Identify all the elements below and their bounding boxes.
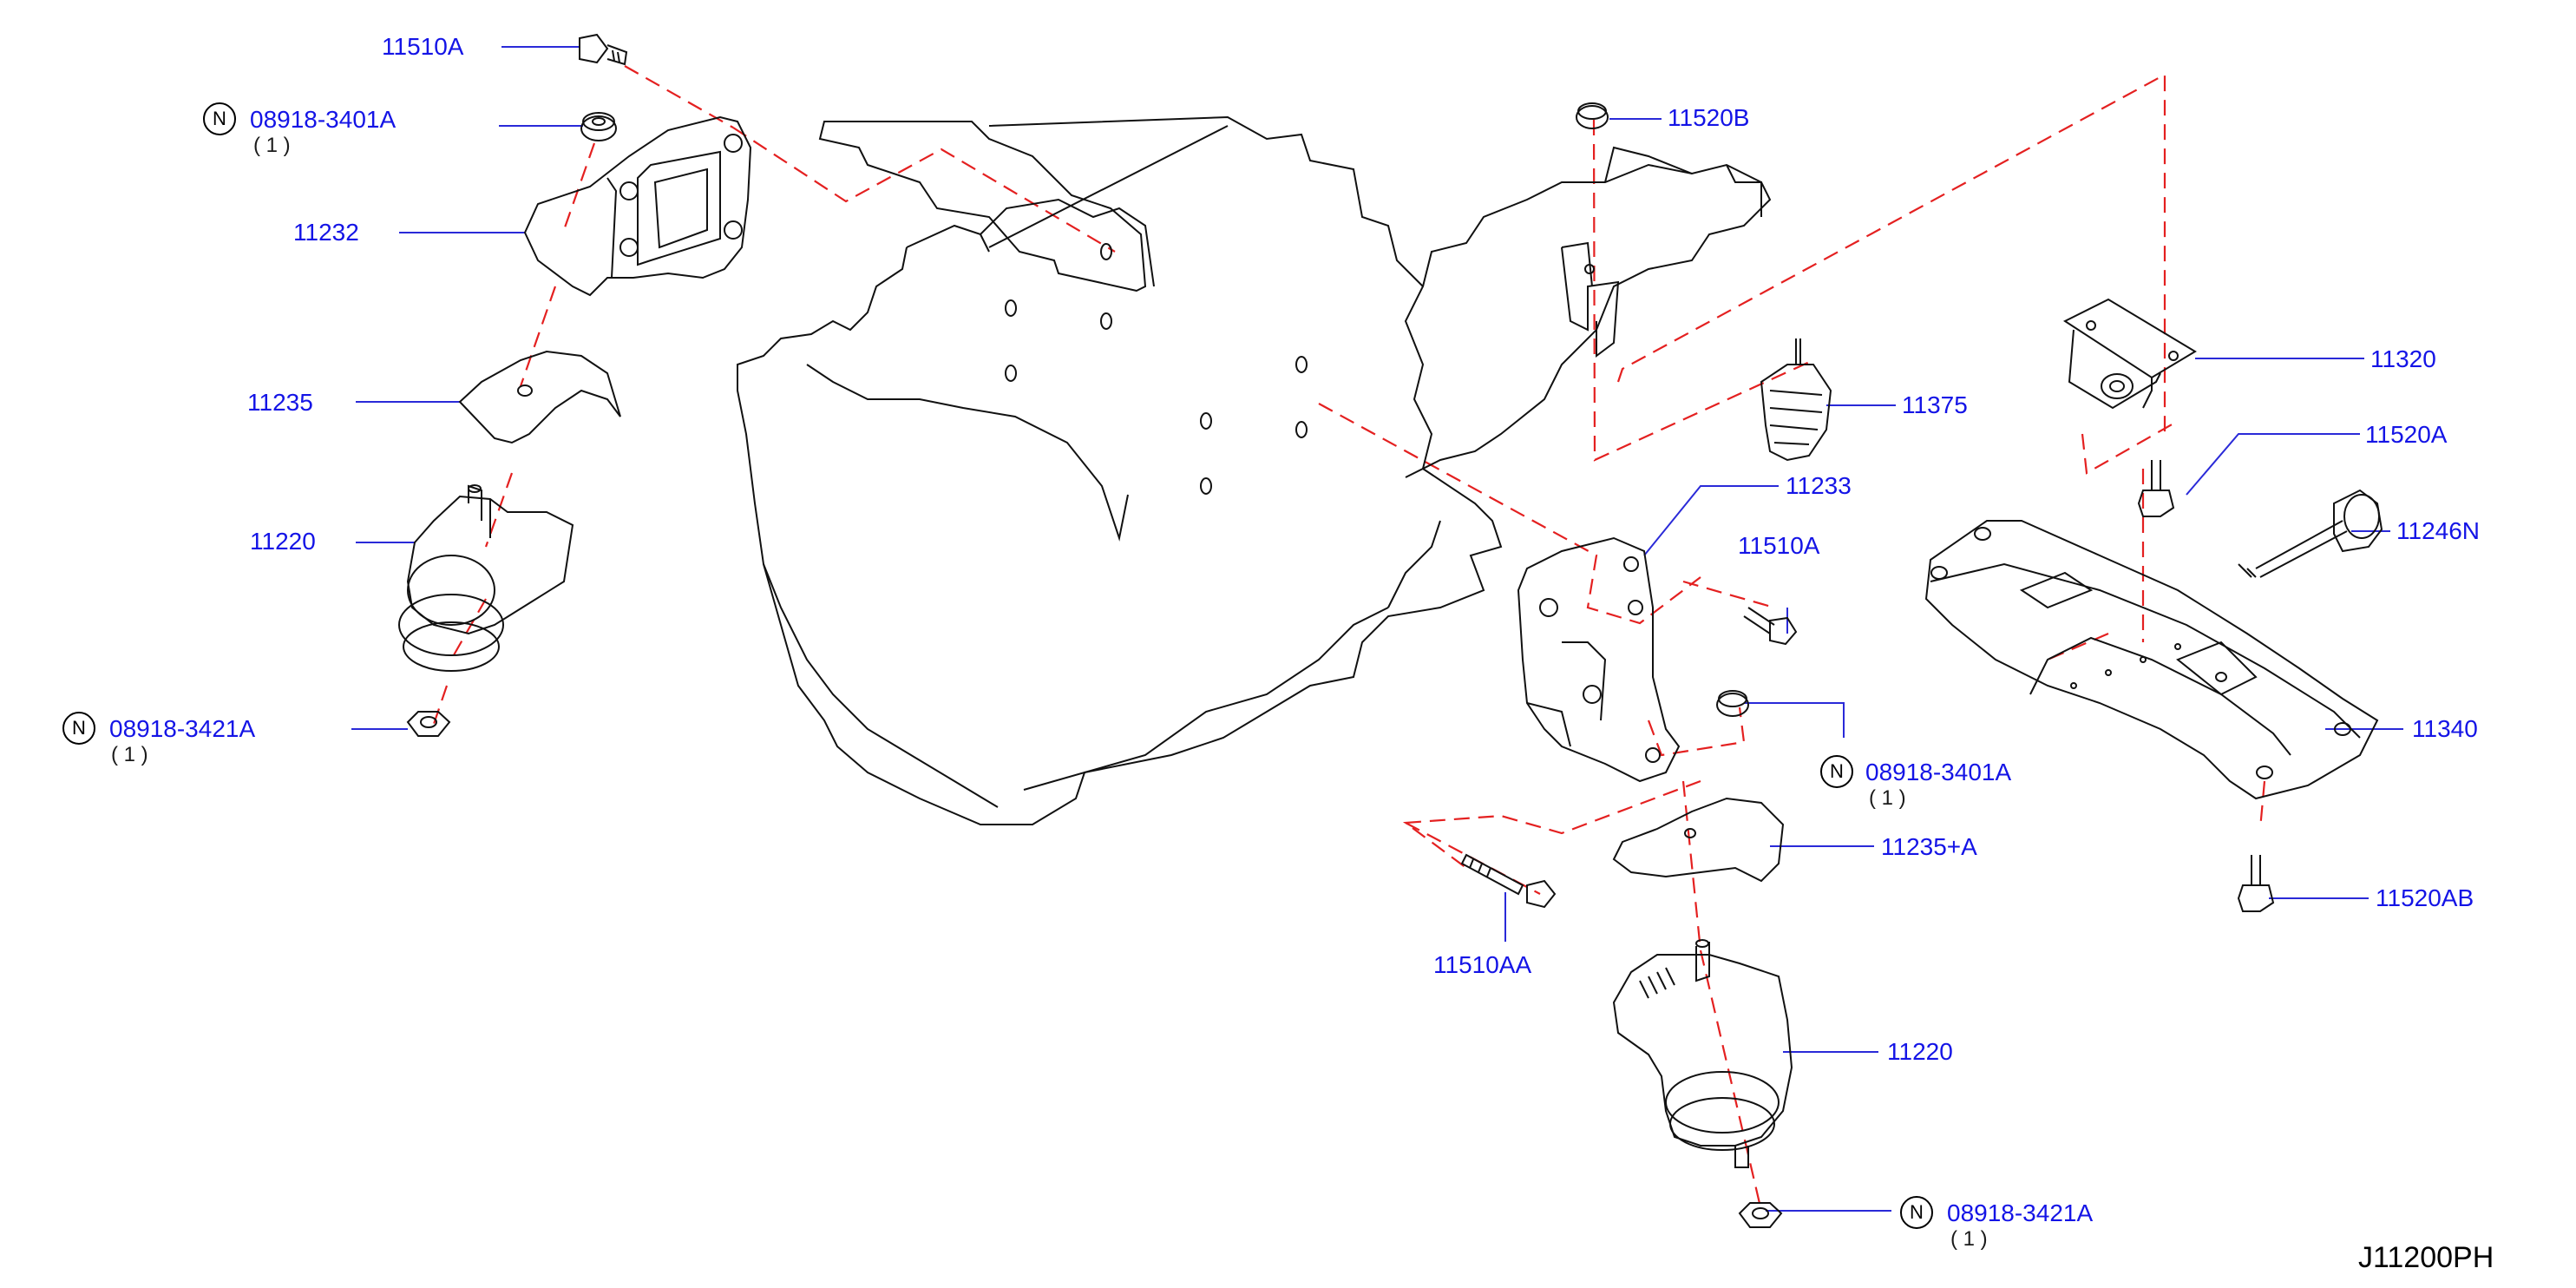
nut-11520B (1576, 102, 1609, 129)
part-label-11232[interactable]: 11232 (293, 219, 359, 246)
crossmember-11340 (1924, 520, 2379, 800)
diagram-code: J11200PH (2358, 1241, 2494, 1274)
part-label-11246N[interactable]: 11246N (2396, 517, 2481, 544)
right-mount-assembly (1460, 536, 1798, 1228)
insulator-11220-left (398, 484, 574, 672)
note-circle-icon: N (62, 712, 95, 745)
part-label-11375[interactable]: 11375 (1902, 391, 1968, 418)
part-label-11510A-top[interactable]: 11510A (382, 33, 464, 60)
note-circle-icon: N (203, 102, 236, 135)
bolt-11510A-top (579, 33, 628, 66)
part-label-11320[interactable]: 11320 (2370, 345, 2436, 372)
qty-08918-3401A-mid: ( 1 ) (1869, 786, 1906, 810)
shield-11235A (1612, 797, 1785, 883)
part-label-08918-3401A-top[interactable]: 08918-3401A (250, 106, 397, 133)
qty-08918-3421A-left: ( 1 ) (111, 743, 148, 766)
bolt-11520A (2137, 460, 2175, 517)
part-label-08918-3421A-left[interactable]: 08918-3421A (109, 715, 256, 742)
shield-11235 (458, 350, 621, 444)
part-label-11220-left[interactable]: 11220 (250, 528, 316, 555)
leader-lines (351, 46, 2403, 1212)
note-circle-icon: N (1820, 755, 1853, 788)
bracket-11232 (523, 115, 752, 297)
qty-08918-3401A-top: ( 1 ) (253, 134, 291, 157)
bushing-11246N (2238, 489, 2383, 578)
nut-08918-3421A-bot (1738, 1202, 1783, 1228)
engine-block (737, 115, 1503, 825)
insulator-11220-right (1612, 939, 1793, 1168)
rear-mount-assembly (1576, 102, 2383, 912)
bolt-11510AA (1460, 853, 1557, 909)
stopper-11375 (1760, 338, 1832, 462)
rear-mount-11320 (2062, 298, 2197, 410)
part-label-11510A-mid[interactable]: 11510A (1738, 532, 1820, 559)
part-label-11233[interactable]: 11233 (1786, 472, 1852, 499)
part-label-11340[interactable]: 11340 (2412, 715, 2478, 742)
part-label-08918-3421A-bot[interactable]: 08918-3421A (1947, 1199, 2094, 1226)
nut-08918-3421A-left (406, 711, 451, 737)
bolt-11510A-mid (1743, 607, 1798, 646)
qty-08918-3421A-bot: ( 1 ) (1950, 1227, 1988, 1251)
assembly-dashed-lines (430, 65, 2266, 1212)
part-label-11235[interactable]: 11235 (247, 389, 313, 416)
part-label-08918-3401A-mid[interactable]: 08918-3401A (1865, 759, 2012, 785)
nut-08918-3401A-top (580, 112, 617, 141)
part-label-11520AB[interactable]: 11520AB (2376, 884, 2474, 911)
part-label-11520A[interactable]: 11520A (2365, 421, 2448, 448)
bolt-11520AB (2237, 855, 2275, 912)
note-circle-icon: N (1900, 1196, 1933, 1229)
transmission (1405, 146, 1772, 478)
left-mount-assembly (398, 33, 752, 737)
part-label-11235A[interactable]: 11235+A (1881, 833, 1977, 860)
nut-08918-3401A-mid (1716, 690, 1749, 717)
part-label-11510AA[interactable]: 11510AA (1433, 951, 1532, 978)
part-label-11520B[interactable]: 11520B (1668, 104, 1750, 131)
bracket-11233 (1517, 536, 1681, 783)
part-label-11220-right[interactable]: 11220 (1887, 1038, 1953, 1065)
